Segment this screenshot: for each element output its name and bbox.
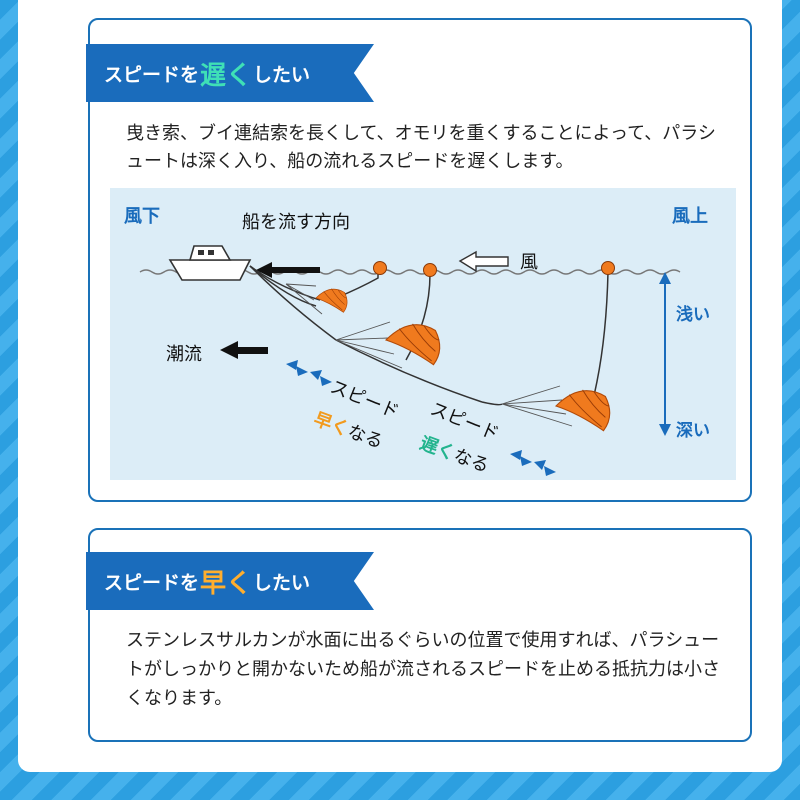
deep-label: 深い bbox=[676, 420, 710, 441]
banner-pre: スピードを bbox=[104, 63, 200, 86]
fast-speed-card: スピードを早くしたい ステンレスサルカンが水面に出るぐらいの位置で使用すれば、パ… bbox=[86, 528, 752, 742]
banner-pre: スピードを bbox=[104, 571, 200, 594]
slow-speed-card: スピードを遅くしたい 曳き索、ブイ連結索を長くして、オモリを重くすることによって… bbox=[86, 18, 752, 502]
slow-speed-banner: スピードを遅くしたい bbox=[86, 44, 374, 102]
vertical-arrow-icon bbox=[659, 272, 671, 436]
shallow-label: 浅い bbox=[676, 304, 710, 325]
banner-post: したい bbox=[253, 571, 311, 594]
double-arrow-icon bbox=[286, 360, 556, 476]
wind-arrow-icon bbox=[458, 250, 509, 273]
ship-direction-label: 船を流す方向 bbox=[242, 212, 350, 233]
banner-post: したい bbox=[253, 63, 311, 86]
parachute-anchor-diagram: 風下 風上 船を流す方向 風 潮流 浅い 深い スピード 早くなる スピード 遅… bbox=[110, 188, 736, 480]
banner-emphasis: 早く bbox=[200, 568, 253, 599]
current-arrow-icon bbox=[220, 341, 268, 359]
fast-speed-banner: スピードを早くしたい bbox=[86, 552, 374, 610]
banner-emphasis: 遅く bbox=[200, 60, 253, 91]
upwind-label: 風上 bbox=[672, 206, 708, 227]
rigging-lines bbox=[285, 283, 573, 427]
ship-icon bbox=[168, 245, 252, 281]
buoy-icon bbox=[373, 261, 615, 277]
page-sheet: スピードを遅くしたい 曳き索、ブイ連結索を長くして、オモリを重くすることによって… bbox=[18, 0, 782, 772]
arrow-left-icon bbox=[256, 262, 320, 278]
current-label: 潮流 bbox=[166, 344, 202, 365]
slow-speed-description: 曳き索、ブイ連結索を長くして、オモリを重くすることによって、パラシュートは深く入… bbox=[126, 123, 716, 172]
fast-speed-description: ステンレスサルカンが水面に出るぐらいの位置で使用すれば、パラシュートがしっかりと… bbox=[126, 630, 720, 709]
downwind-label: 風下 bbox=[124, 206, 160, 227]
wind-label: 風 bbox=[520, 252, 538, 273]
